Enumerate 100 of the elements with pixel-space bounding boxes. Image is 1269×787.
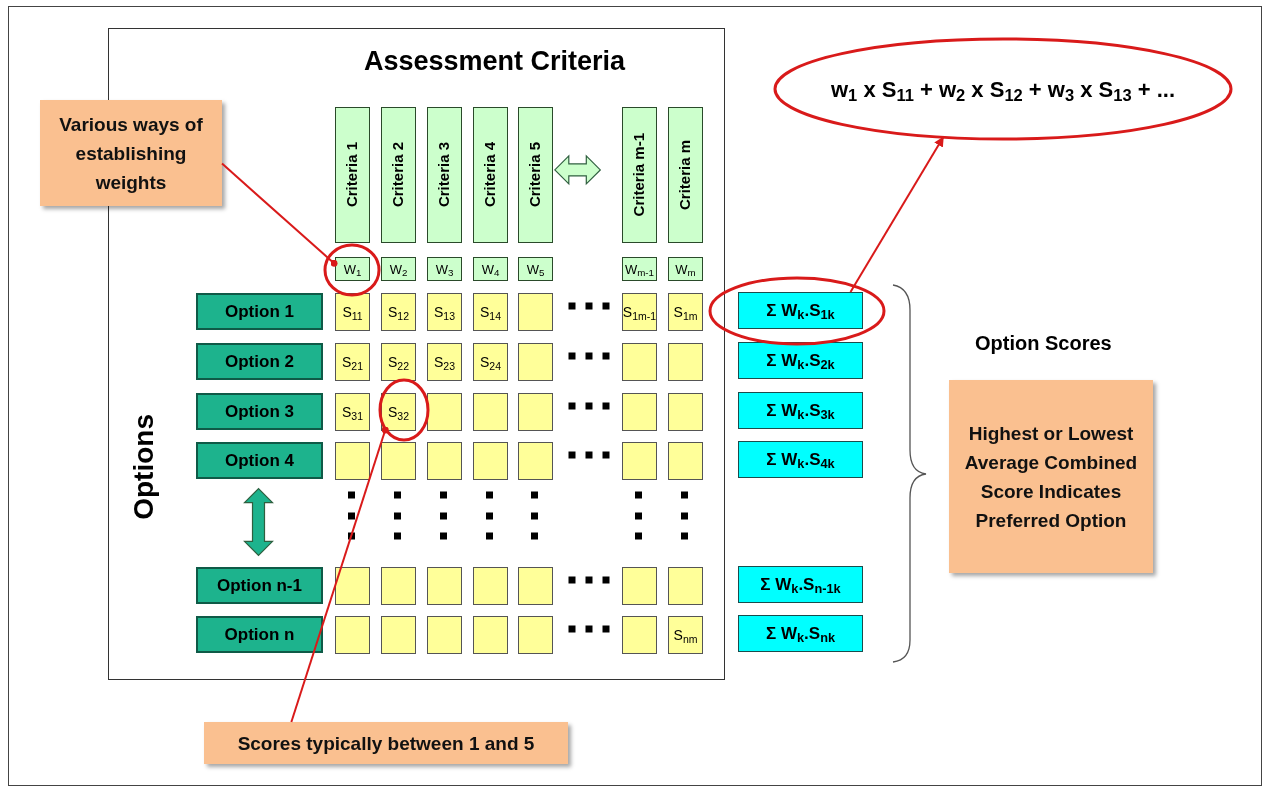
sum-box [738,292,863,329]
criterion-box [518,107,553,243]
score-label: S$_{22}$ [388,355,409,369]
score-label: S$_{24}$ [480,355,501,369]
weight-box [518,257,553,281]
weight-label: W$_{m-1}$ [624,262,655,276]
weight-box [427,257,462,281]
weighted-sum-formula: Σ W$_{k}$.S$_{nk}$ [766,622,835,647]
empty-score-box [473,442,508,480]
option-label: Option 1 [225,300,294,323]
score-label: S$_{13}$ [434,305,455,319]
score-box [668,293,703,331]
criterion-label: Criteria 4 [480,142,500,208]
criterion-box [427,107,462,243]
weighted-sum-formula: Σ W$_{k}$.S$_{3k}$ [766,399,835,424]
leader-line [221,162,338,267]
score-box [381,393,416,431]
criterion-box [668,107,703,243]
empty-score-box [381,567,416,605]
section-label: Option Scores [975,331,1112,356]
empty-score-box [518,567,553,605]
score-box [381,293,416,331]
criterion-box [622,107,657,243]
empty-score-box [622,393,657,431]
weight-label: W$_{3}$ [435,262,454,276]
note-text: Scores typically between 1 and 5 [237,731,535,756]
option-box [196,442,323,479]
empty-score-box [473,616,508,654]
formula-ellipse [773,37,1233,141]
empty-score-box [518,393,553,431]
double-block-arrow [243,487,274,557]
score-box [427,293,462,331]
score-box [622,293,657,331]
criterion-label: Criteria 2 [388,142,408,208]
option-label: Option 4 [225,449,294,472]
empty-score-box [668,442,703,480]
option-label: Option n [224,623,295,646]
weight-label: W$_{5}$ [526,262,545,276]
option-box [196,293,323,330]
criterion-box [473,107,508,243]
score-box [668,616,703,654]
empty-score-box [427,567,462,605]
weight-label: W$_{1}$ [343,262,362,276]
weight-label: W$_{4}$ [481,262,500,276]
empty-score-box [335,567,370,605]
empty-score-box [335,616,370,654]
score-box [473,343,508,381]
weight-label: W$_{2}$ [389,262,408,276]
weighted-sum-formula: Σ W$_{k}$.S$_{1k}$ [766,299,835,324]
criterion-label: Criteria 5 [525,142,545,208]
score-box [335,393,370,431]
empty-score-box [622,343,657,381]
leader-line [290,426,389,723]
criterion-label: Criteria m [675,140,695,210]
empty-score-box [622,616,657,654]
score-label: S$_{1m}$ [673,305,698,319]
option-label: Option 3 [225,400,294,423]
sum-box [738,342,863,379]
score-label: S$_{14}$ [480,305,501,319]
empty-score-box [668,567,703,605]
option-box [196,393,323,430]
score-label: S$_{12}$ [388,305,409,319]
empty-score-box [335,442,370,480]
option-label: Option 2 [225,350,294,373]
score-label: S$_{nm}$ [673,628,698,642]
weighted-sum-formula: Σ W$_{k}$.S$_{2k}$ [766,349,835,374]
empty-score-box [473,393,508,431]
criterion-box [381,107,416,243]
sum-box [738,615,863,652]
empty-score-box [622,567,657,605]
empty-score-box [427,442,462,480]
criterion-label: Criteria 3 [434,142,454,208]
note-box [40,100,222,206]
empty-score-box [518,343,553,381]
empty-score-box [381,442,416,480]
score-box [473,293,508,331]
score-label: S$_{1m-1}$ [622,305,657,319]
note-text: Highest or Lowest Average Combined Score Indicates Preferred Option [963,421,1139,533]
empty-score-box [668,343,703,381]
score-label: S$_{11}$ [342,305,363,319]
formula-text: w$_{1}$ x S$_{11}$ + w$_{2}$ x S$_{12}$ + w$_{3}$ x S$_{13}$ + ... [830,75,1176,106]
option-box [196,567,323,604]
axis-title: Options [127,414,160,520]
sum-box [738,441,863,478]
weight-box [335,257,370,281]
score-label: S$_{21}$ [342,355,363,369]
score-label: S$_{23}$ [434,355,455,369]
matrix-heading: Assessment Criteria [364,45,626,78]
weight-label: W$_{m}$ [675,262,696,276]
empty-score-box [668,393,703,431]
note-box [949,380,1153,573]
note-box [204,722,568,764]
option-box [196,343,323,380]
empty-score-box [518,293,553,331]
score-box [427,343,462,381]
criterion-label: Criteria 1 [342,142,362,208]
option-label: Option n-1 [217,574,302,597]
empty-score-box [473,567,508,605]
empty-score-box [518,616,553,654]
criterion-box [335,107,370,243]
